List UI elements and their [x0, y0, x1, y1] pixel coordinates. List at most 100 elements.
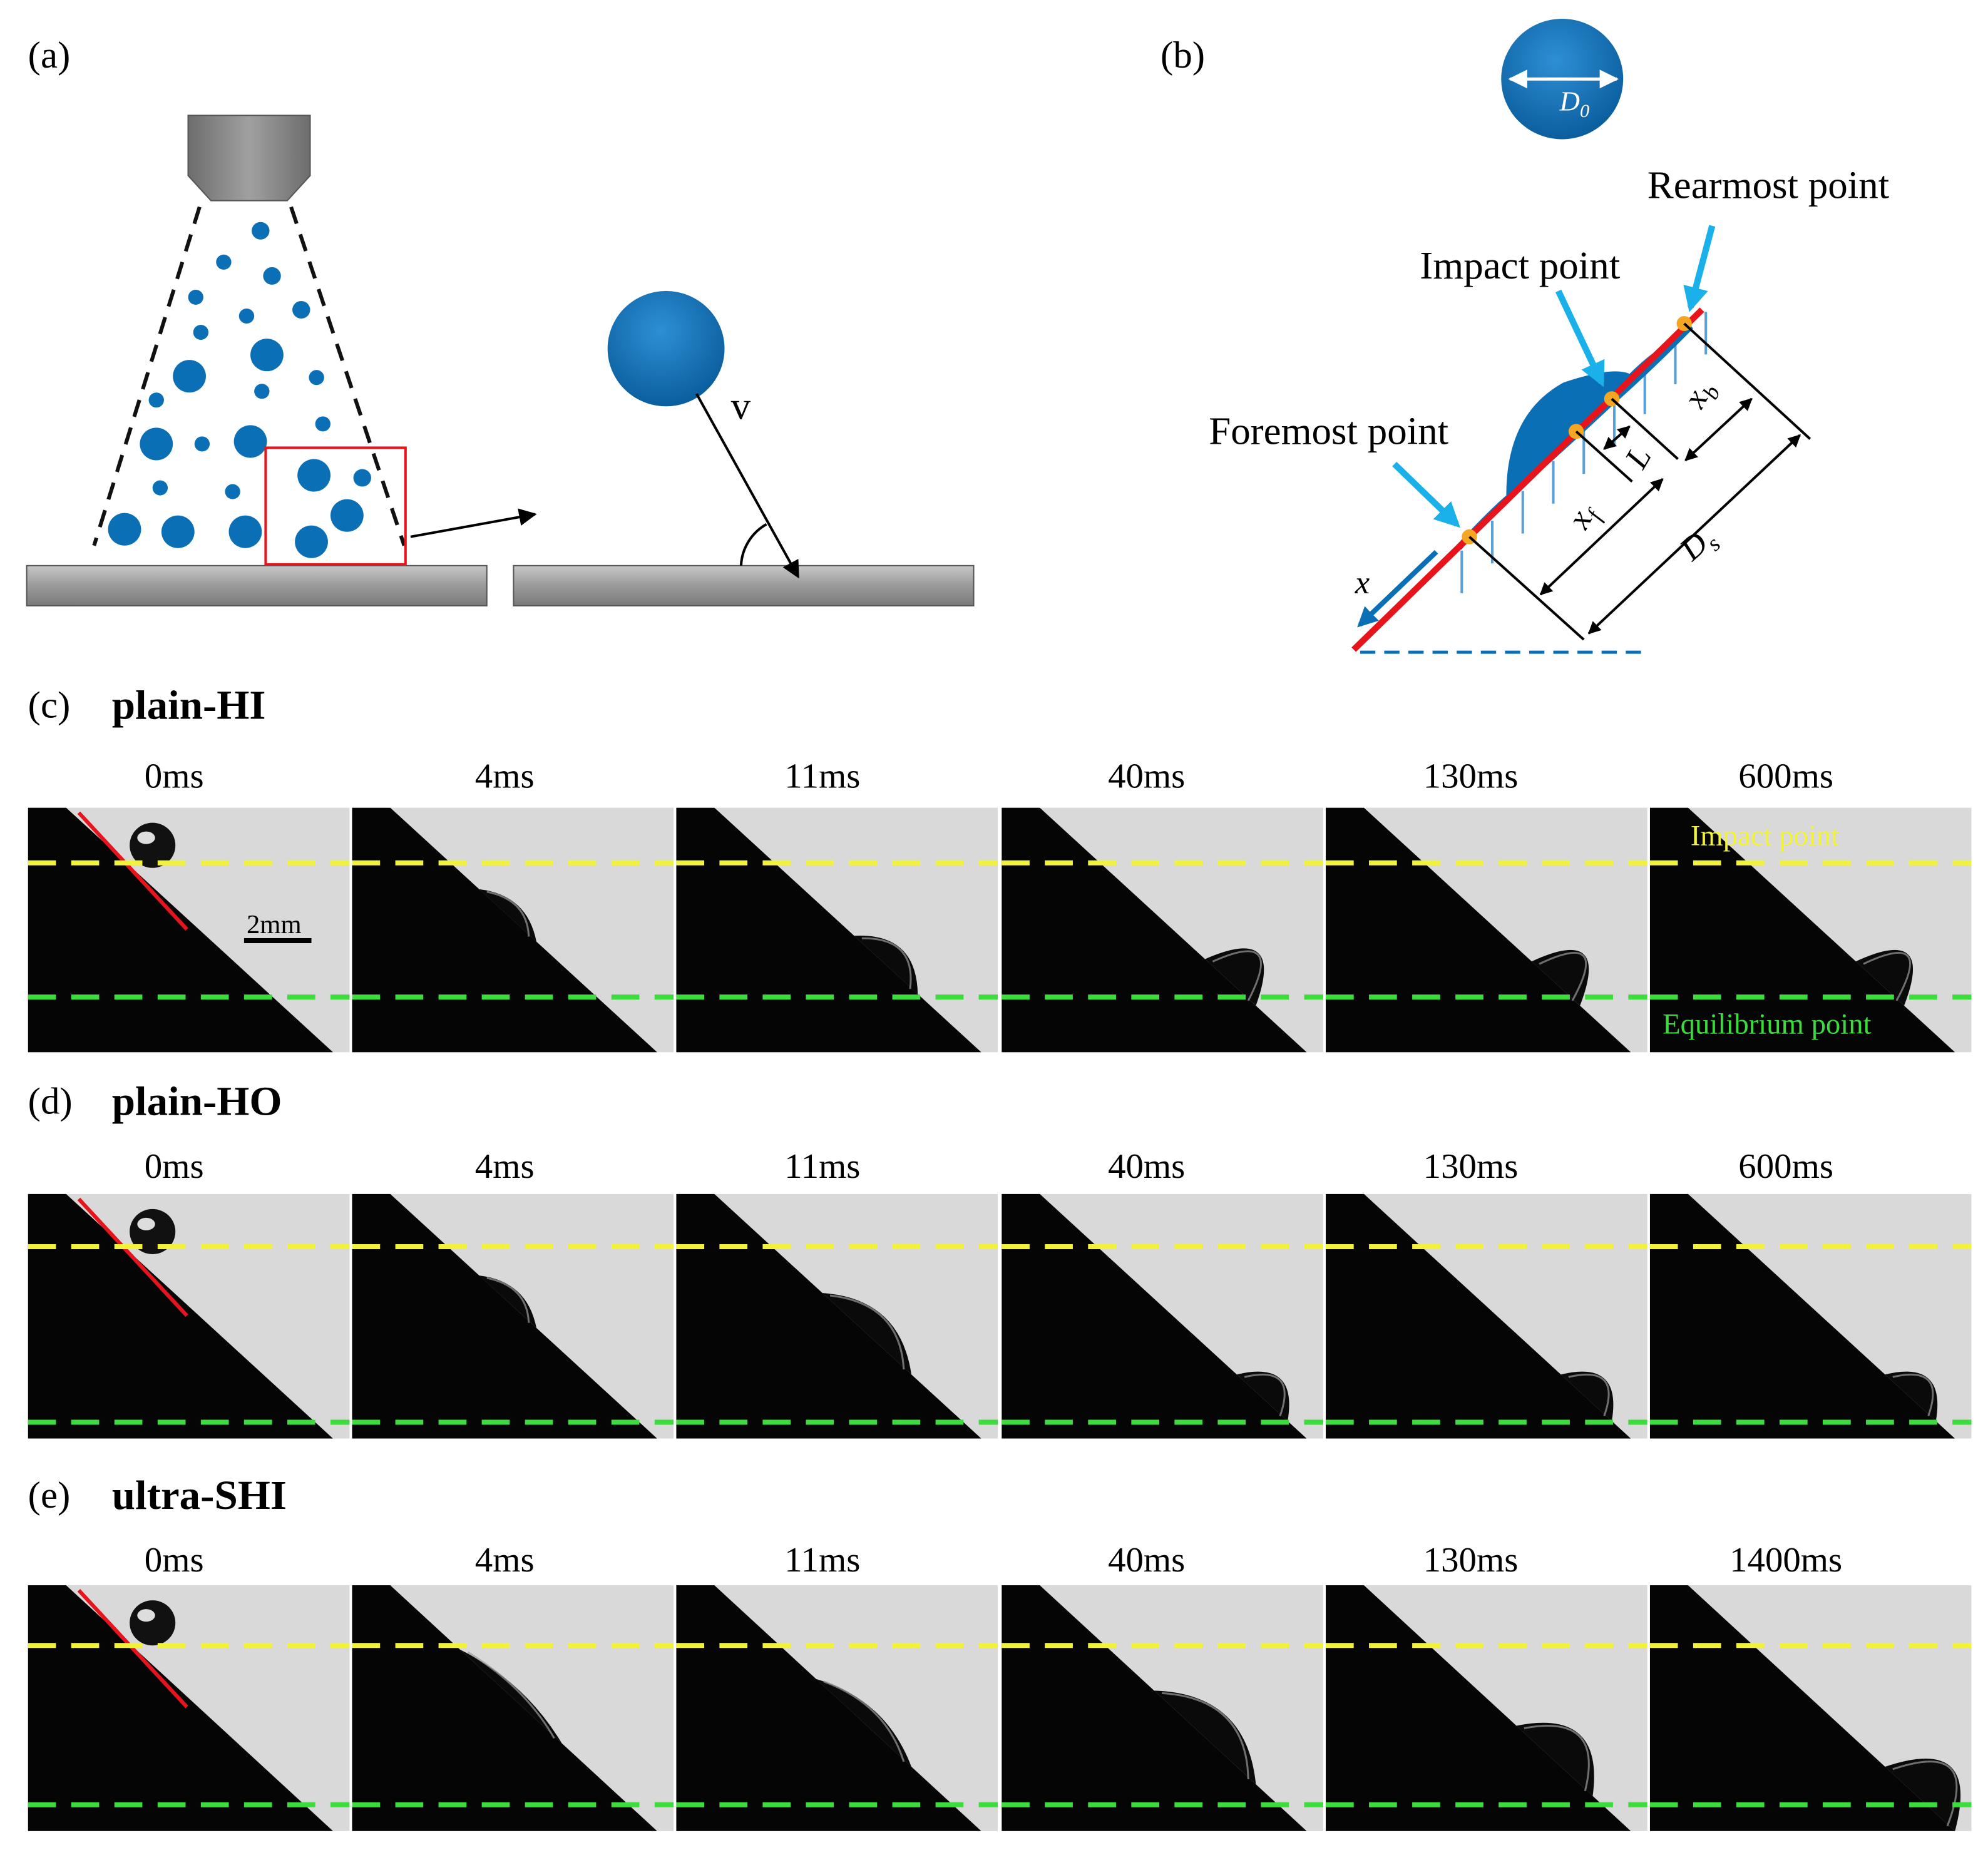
impact-point-label: Impact point	[1420, 243, 1621, 287]
panel-b-label: (b)	[1161, 35, 1206, 77]
inclined-substrate	[1002, 1193, 1307, 1439]
row-d-time-6: 600ms	[1738, 1147, 1833, 1187]
inclined-substrate	[676, 807, 981, 1053]
spray-droplet	[225, 484, 240, 499]
equilibrium-point-line-label: Equilibrium point	[1663, 1008, 1872, 1040]
row-e-time-3: 11ms	[784, 1541, 861, 1581]
x-axis-label: x	[1355, 564, 1370, 601]
velocity-label: v	[730, 384, 751, 428]
row-c-title: plain-HI	[111, 683, 266, 729]
image-frame	[28, 1193, 350, 1439]
row-d-time-3: 11ms	[784, 1147, 861, 1187]
inclined-substrate	[1649, 807, 1955, 1053]
spreading-droplet	[1516, 1722, 1594, 1796]
inclined-substrate	[352, 1193, 657, 1439]
inclined-surface	[1351, 307, 1704, 652]
falling-droplet	[130, 1600, 176, 1646]
substrate-plate-left	[26, 565, 488, 606]
inclined-substrate	[1326, 1585, 1631, 1831]
dimension-lines	[1468, 322, 1811, 641]
row-d-time-1: 0ms	[144, 1147, 204, 1187]
spreading-droplet	[1560, 1371, 1614, 1421]
droplet-rim-highlight	[1863, 951, 1912, 1001]
droplet-rim-highlight	[486, 891, 530, 937]
droplet-rim-highlight	[1539, 951, 1587, 1001]
spreading-droplet	[1885, 1371, 1938, 1421]
spray-droplet	[292, 300, 310, 319]
spreading-droplet	[1885, 1759, 1961, 1831]
image-sequences	[28, 807, 1972, 1831]
inclined-substrate	[28, 1585, 334, 1831]
row-c-time-4: 40ms	[1108, 757, 1186, 797]
image-row	[28, 807, 1972, 1053]
spray-droplet	[353, 469, 371, 487]
row-c-time-6: 600ms	[1738, 757, 1833, 797]
image-frame	[1002, 1585, 1323, 1831]
row-c-time-5: 130ms	[1423, 757, 1519, 797]
image-frame	[28, 807, 350, 1053]
spray-cone-left	[92, 206, 202, 546]
row-c-label: (c)	[28, 685, 71, 727]
spray-droplet	[233, 425, 267, 458]
spray-droplet	[254, 384, 270, 399]
row-d-time-4: 40ms	[1108, 1147, 1186, 1187]
impact-point-line-label: Impact point	[1690, 820, 1840, 852]
velocity-arrow	[695, 393, 800, 579]
spray-droplet	[250, 339, 284, 372]
inclined-substrate	[28, 1193, 334, 1439]
row-e-time-6: 1400ms	[1729, 1541, 1843, 1581]
inclined-substrate	[1002, 807, 1307, 1053]
spray-droplet	[140, 427, 173, 461]
image-frame	[1326, 1193, 1647, 1439]
image-row	[28, 1585, 1972, 1831]
image-frame	[1326, 1585, 1647, 1831]
inclined-substrate	[676, 1193, 981, 1439]
spray-droplet	[252, 222, 270, 240]
scale-bar-label: 2mm	[246, 909, 302, 939]
spray-droplet	[238, 308, 255, 324]
image-frame	[1649, 1585, 1972, 1831]
droplet-highlight	[137, 831, 155, 844]
spray-droplet	[315, 416, 330, 432]
panel-a-schematic	[26, 115, 975, 606]
row-e-time-1: 0ms	[144, 1541, 204, 1581]
spreading-droplet	[1531, 949, 1589, 1006]
spreading-droplet	[822, 1292, 912, 1375]
row-e-title: ultra-SHI	[111, 1473, 287, 1519]
image-frame	[676, 807, 998, 1053]
spray-nozzle	[187, 115, 311, 202]
spray-droplet	[330, 499, 364, 532]
spray-droplet	[309, 370, 324, 386]
droplet-rim-highlight	[823, 1680, 905, 1762]
inclined-substrate	[1326, 1193, 1631, 1439]
spray-droplets	[108, 222, 371, 558]
droplet-rim-highlight	[1244, 1374, 1286, 1417]
spreading-droplet	[1855, 949, 1914, 1006]
d0-label: D0	[1559, 85, 1590, 123]
foremost-pointer	[1392, 461, 1460, 528]
single-droplet	[607, 290, 725, 407]
inclined-substrate	[1649, 1585, 1955, 1831]
spray-cone-right	[289, 206, 406, 546]
droplet-rim-highlight	[1524, 1725, 1590, 1792]
image-frame	[1002, 1193, 1323, 1439]
row-c-time-1: 0ms	[144, 757, 204, 797]
spray-droplet	[188, 289, 203, 305]
droplet-rim-highlight	[829, 1294, 905, 1370]
inclined-substrate	[676, 1585, 981, 1831]
image-row	[28, 1193, 1972, 1439]
spray-droplet	[148, 392, 164, 408]
panel-b-schematic	[1351, 19, 1811, 654]
spray-droplet	[263, 267, 281, 285]
inclined-substrate	[1326, 807, 1631, 1053]
foremost-point-label: Foremost point	[1209, 409, 1449, 453]
substrate-plate-right	[513, 565, 975, 606]
row-c-time-3: 11ms	[784, 757, 861, 797]
row-d-title: plain-HO	[111, 1080, 282, 1125]
inclined-substrate	[1002, 1585, 1307, 1831]
image-frame	[676, 1193, 998, 1439]
inclined-surface-line	[77, 811, 188, 931]
image-frame	[1649, 807, 1972, 1053]
image-frame	[352, 807, 674, 1053]
